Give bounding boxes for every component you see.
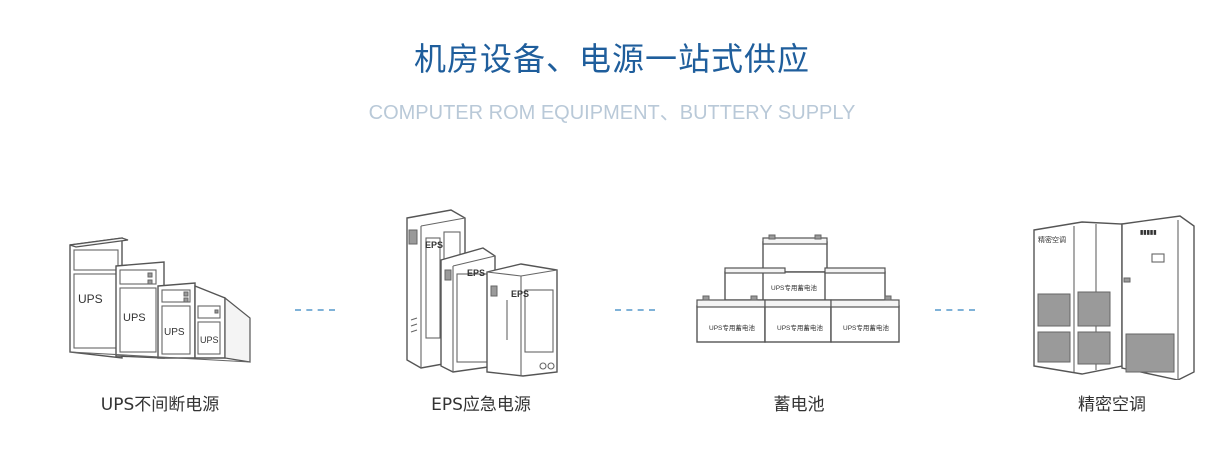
ups-cabinets-icon: UPS UPS UPS UPS [69,237,251,363]
ups-label-1: UPS [78,292,103,306]
eps-label-1: EPS [425,240,443,250]
product-label-battery: 蓄电池 [773,395,825,415]
battery-label-3: UPS专用蓄电池 [843,323,889,332]
battery-label-2: UPS专用蓄电池 [777,323,823,332]
precision-ac-icon: 精密空调 ▮▮▮▮▮ [1033,215,1195,380]
eps-cabinets-icon: EPS EPS EPS [406,209,558,377]
product-ups[interactable]: UPS UPS UPS UPS UPS不间断电源 [50,190,270,430]
product-precision-ac[interactable]: 精密空调 ▮▮▮▮▮ 精密空调 [1002,190,1222,430]
ac-panel-label: 精密空调 [1038,235,1066,244]
connector-dash-2 [615,309,655,311]
ac-brand-mark: ▮▮▮▮▮ [1140,230,1157,236]
ups-label-4: UPS [200,335,219,345]
battery-label-top: UPS专用蓄电池 [771,283,817,292]
product-eps[interactable]: EPS EPS EPS EPS应急电源 [371,190,591,430]
connector-dash-1 [295,309,335,311]
ups-label-2: UPS [123,312,146,324]
eps-label-3: EPS [511,289,529,299]
battery-stack-icon: UPS专用蓄电池 UPS专用蓄电池 UPS专用蓄电池 UPS专用蓄电池 [696,234,900,343]
page-subtitle: COMPUTER ROM EQUIPMENT、BUTTERY SUPPLY [368,102,856,124]
connector-dash-3 [935,309,975,311]
product-label-precision-ac: 精密空调 [1078,395,1146,415]
product-label-eps: EPS应急电源 [431,395,531,415]
battery-label-1: UPS专用蓄电池 [709,323,755,332]
page-title: 机房设备、电源一站式供应 [413,40,810,78]
eps-label-2: EPS [467,268,485,278]
product-battery[interactable]: UPS专用蓄电池 UPS专用蓄电池 UPS专用蓄电池 UPS专用蓄电池 蓄电池 [689,190,909,430]
ups-label-3: UPS [164,327,185,338]
product-label-ups: UPS不间断电源 [100,395,220,415]
